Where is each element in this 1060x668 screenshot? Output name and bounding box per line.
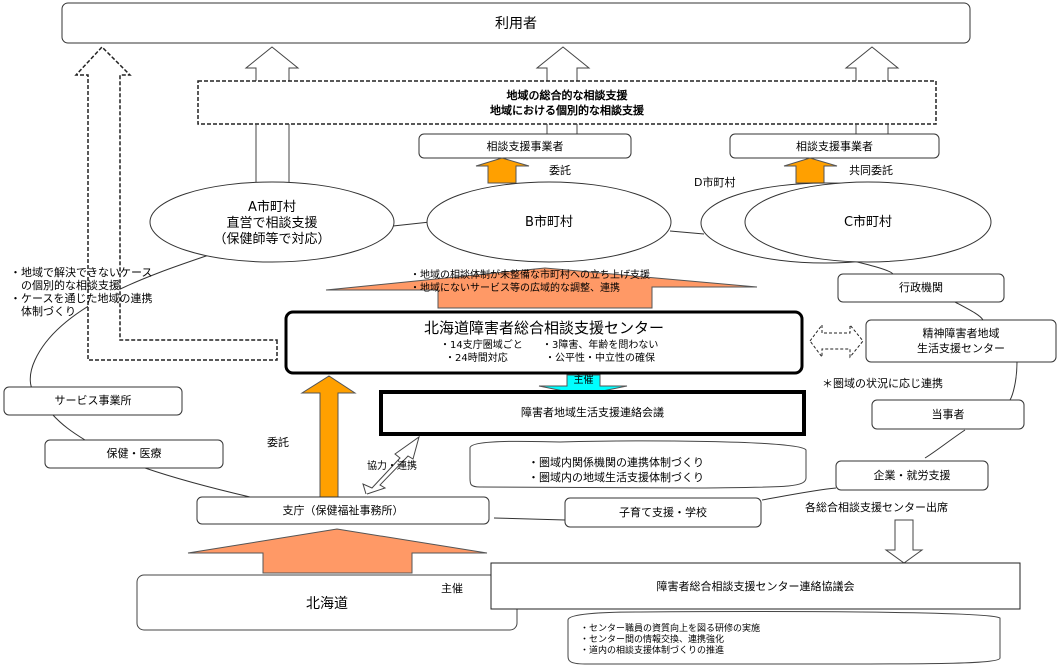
double-arrow-center-mental bbox=[809, 323, 864, 359]
arrow-attendance-to-council bbox=[884, 519, 924, 564]
itaku-b-label: 委託 bbox=[549, 164, 571, 177]
mental-center-note: ＊圏域の状況に応じ連携 bbox=[822, 377, 943, 390]
salmon-note-1: ・地域の相談体制が未整備な市町村への立ち上げ支援 bbox=[410, 270, 650, 281]
municipality-a-line2: 直営で相談支援 bbox=[226, 216, 318, 231]
liaison-notes-box bbox=[469, 440, 807, 489]
center-bullet-1: ・14支庁圏域ごと bbox=[440, 340, 523, 351]
council-label: 障害者総合相談支援センター連絡協議会 bbox=[656, 580, 855, 593]
consult-provider-c-label: 相談支援事業者 bbox=[796, 140, 873, 153]
hokkaido-label: 北海道 bbox=[306, 596, 348, 612]
kyodo-itaku-label: 共同委託 bbox=[849, 164, 893, 177]
municipality-a-ellipse bbox=[149, 181, 395, 263]
left-note-1: ・地域で解決できないケース bbox=[10, 266, 153, 279]
connector-a-to-service bbox=[29, 254, 210, 391]
service-office-box bbox=[3, 386, 183, 416]
branch-office-box bbox=[196, 496, 490, 525]
liaison-meeting-label: 障害者地域生活支援連絡会議 bbox=[521, 406, 664, 419]
municipality-a-line1: A市町村 bbox=[248, 200, 296, 215]
salmon-arrow-hokkaido-to-branch bbox=[187, 528, 488, 574]
attendance-note: 各総合相談支援センター出席 bbox=[805, 501, 948, 514]
childcare-school-box bbox=[564, 497, 762, 528]
connector-service-to-health bbox=[51, 413, 86, 441]
center-box bbox=[284, 310, 804, 375]
connector-mental-to-party bbox=[1009, 361, 1018, 401]
d-municipality-label: D市町村 bbox=[694, 176, 736, 189]
branch-office-label: 支庁（保健福祉事務所） bbox=[282, 504, 404, 517]
admin-agency-box bbox=[837, 273, 1005, 303]
employment-box bbox=[835, 460, 989, 491]
double-arrow-cooperation bbox=[362, 435, 420, 495]
hokkaido-shusai-label: 主催 bbox=[441, 582, 463, 595]
health-medical-label: 保健・医療 bbox=[106, 447, 162, 460]
consult-provider-b-label: 相談支援事業者 bbox=[486, 140, 564, 153]
orange-arrow-itaku-center bbox=[300, 375, 357, 498]
council-box bbox=[490, 562, 1021, 610]
mental-center-line2: 生活支援センター bbox=[917, 342, 1005, 355]
service-office-label: サービス事業所 bbox=[54, 394, 132, 407]
connector-employment-to-childcare bbox=[761, 487, 837, 501]
center-bullet-3: ・24時間対応 bbox=[445, 353, 508, 364]
connector-admin-to-mental bbox=[954, 301, 984, 321]
council-note-1: ・センター職員の資質向上を図る研修の実施 bbox=[580, 624, 761, 634]
municipality-c-label: C市町村 bbox=[843, 215, 893, 230]
municipality-b-ellipse bbox=[426, 181, 672, 263]
municipality-a-line3: （保健師等で対応） bbox=[213, 232, 331, 247]
admin-agency-label: 行政機関 bbox=[899, 281, 943, 294]
liaison-note-1: ・圏域内関係機関の連携体制づくり bbox=[528, 456, 704, 469]
municipality-c-ellipse bbox=[744, 181, 992, 263]
cooperation-label: 協力・連携 bbox=[367, 461, 417, 472]
salmon-note-2: ・地域にないサービス等の広域的な調整、連携 bbox=[410, 283, 620, 294]
childcare-school-label: 子育て支援・学校 bbox=[619, 506, 707, 519]
liaison-meeting-box bbox=[379, 390, 806, 436]
dashed-arrow-center-to-users bbox=[74, 45, 278, 361]
center-bullet-2: ・3障害、年齢を問わない bbox=[542, 340, 659, 351]
center-bullet-4: ・公平性・中立性の確保 bbox=[545, 353, 655, 364]
regional-support-line2: 地域における個別的な相談支援 bbox=[490, 104, 644, 117]
municipality-b-label: B市町村 bbox=[525, 215, 573, 230]
mental-center-box bbox=[865, 319, 1057, 363]
left-note-2: の個別的な相談支援 bbox=[10, 279, 120, 292]
council-notes-box bbox=[567, 611, 1001, 665]
orange-arrow-kyodo-itaku bbox=[783, 157, 838, 184]
connector-health-to-branch bbox=[144, 467, 251, 498]
connector-a-to-b bbox=[392, 221, 431, 227]
left-note-4: 体制づくり bbox=[10, 305, 76, 318]
party-box bbox=[871, 399, 1025, 430]
connector-branch-to-childcare bbox=[493, 517, 566, 521]
connector-party-to-employment bbox=[924, 429, 966, 459]
orange-arrow-itaku-b bbox=[475, 157, 530, 184]
council-note-3: ・道内の相談支援体制づくりの推進 bbox=[580, 646, 725, 656]
regional-support-box bbox=[197, 80, 937, 125]
connector-b-to-d bbox=[669, 230, 705, 235]
left-note-3: ・ケースを通じた地域の連携 bbox=[10, 292, 153, 305]
liaison-note-2: ・圏域内の地域生活支援体制づくり bbox=[528, 471, 704, 484]
users-box bbox=[61, 2, 971, 44]
salmon-arrow-center-support bbox=[325, 267, 758, 309]
health-medical-box bbox=[44, 439, 224, 469]
regional-support-line1: 地域の総合的な相談支援 bbox=[506, 89, 628, 102]
cyan-shusai-label: 主催 bbox=[573, 375, 594, 386]
center-title: 北海道障害者総合相談支援センター bbox=[423, 319, 664, 337]
users-label: 利用者 bbox=[495, 16, 537, 32]
itaku-center-label: 委託 bbox=[267, 436, 289, 449]
council-note-2: ・センター間の情報交換、連携強化 bbox=[580, 635, 725, 645]
consult-provider-b-box bbox=[418, 133, 632, 159]
employment-label: 企業・就労支援 bbox=[873, 469, 951, 482]
party-label: 当事者 bbox=[931, 408, 965, 421]
mental-center-line1: 精神障害者地域 bbox=[922, 327, 1000, 340]
consult-provider-c-box bbox=[729, 133, 940, 159]
